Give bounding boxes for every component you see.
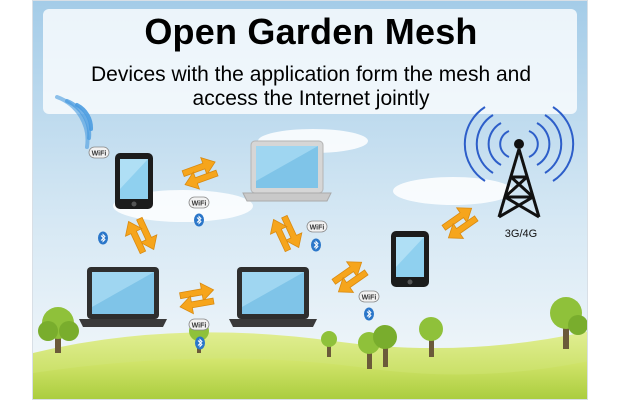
swap-arrow-icon: [265, 212, 308, 255]
swap-arrow-icon: [179, 153, 221, 194]
bluetooth-icon: [97, 231, 109, 245]
wifi-badge-icon: [188, 318, 210, 331]
swap-arrow-icon: [438, 200, 482, 246]
tower-label: 3G/4G: [505, 228, 537, 240]
mesh-diagram: WiFi: [55, 95, 575, 350]
wifi-badge-icon: [306, 220, 328, 233]
smartphone-left: [115, 153, 153, 209]
cell-tower-icon: [463, 106, 575, 219]
illustration-frame: Open Garden Mesh Devices with the applic…: [32, 0, 588, 400]
tree-icon: [550, 297, 587, 349]
laptop-top: [242, 140, 332, 202]
tree-icon: [419, 317, 443, 357]
smartphone-right: [391, 231, 429, 287]
swap-arrow-icon: [178, 280, 216, 317]
wifi-signal-icon: [55, 95, 93, 149]
bluetooth-icon: [193, 213, 205, 227]
swap-arrow-icon: [120, 214, 163, 257]
title-panel: [43, 9, 577, 114]
wifi-badge-icon: [188, 196, 210, 209]
bluetooth-icon: [363, 307, 375, 321]
laptop-left: [79, 267, 167, 327]
wifi-badge-icon: [358, 290, 380, 303]
laptop-center: [229, 267, 317, 327]
wifi-badge-icon: [88, 146, 110, 159]
bluetooth-icon: [194, 336, 206, 350]
page-subtitle: Devices with the application form the me…: [90, 63, 532, 110]
bluetooth-icon: [310, 238, 322, 252]
tree-icon: [38, 307, 79, 353]
hill-front: [33, 358, 587, 399]
page-title: Open Garden Mesh: [144, 11, 478, 52]
tree-icon: [321, 331, 337, 357]
tree-icon: [358, 325, 397, 369]
